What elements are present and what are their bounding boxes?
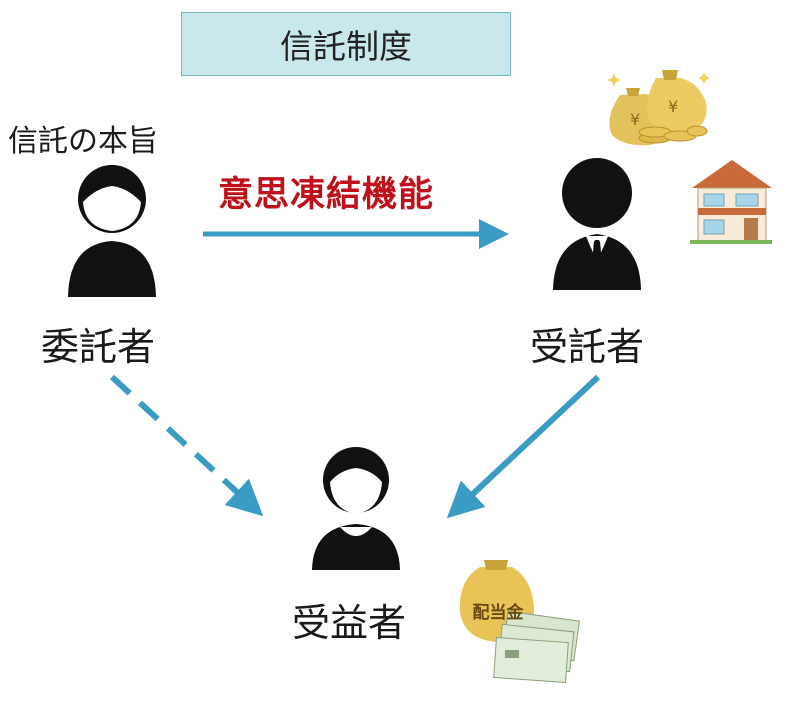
dividend-label: 配当金 [473, 602, 525, 623]
purpose-label: 信託の本旨 [8, 124, 158, 159]
settlor-to-beneficiary-dashed-arrow [109, 374, 264, 517]
svg-text:¥: ¥ [668, 97, 678, 116]
function-label: 意思凍結機能 [218, 175, 435, 215]
trustee-to-beneficiary-arrow [446, 374, 601, 519]
beneficiary-person-icon [312, 447, 400, 570]
money-bags-icon: ¥ ¥ [607, 70, 710, 146]
trustee-label: 受託者 [530, 325, 645, 369]
settlor-person-icon [68, 165, 156, 297]
dividend-money-icon [459, 560, 580, 683]
beneficiary-label: 受益者 [292, 601, 407, 645]
svg-text:¥: ¥ [630, 110, 640, 129]
title-box: 信託制度 [181, 12, 511, 76]
settlor-label: 委託者 [41, 325, 156, 369]
house-icon [690, 160, 772, 244]
title-text: 信託制度 [280, 27, 412, 66]
trustee-person-icon [553, 158, 641, 290]
